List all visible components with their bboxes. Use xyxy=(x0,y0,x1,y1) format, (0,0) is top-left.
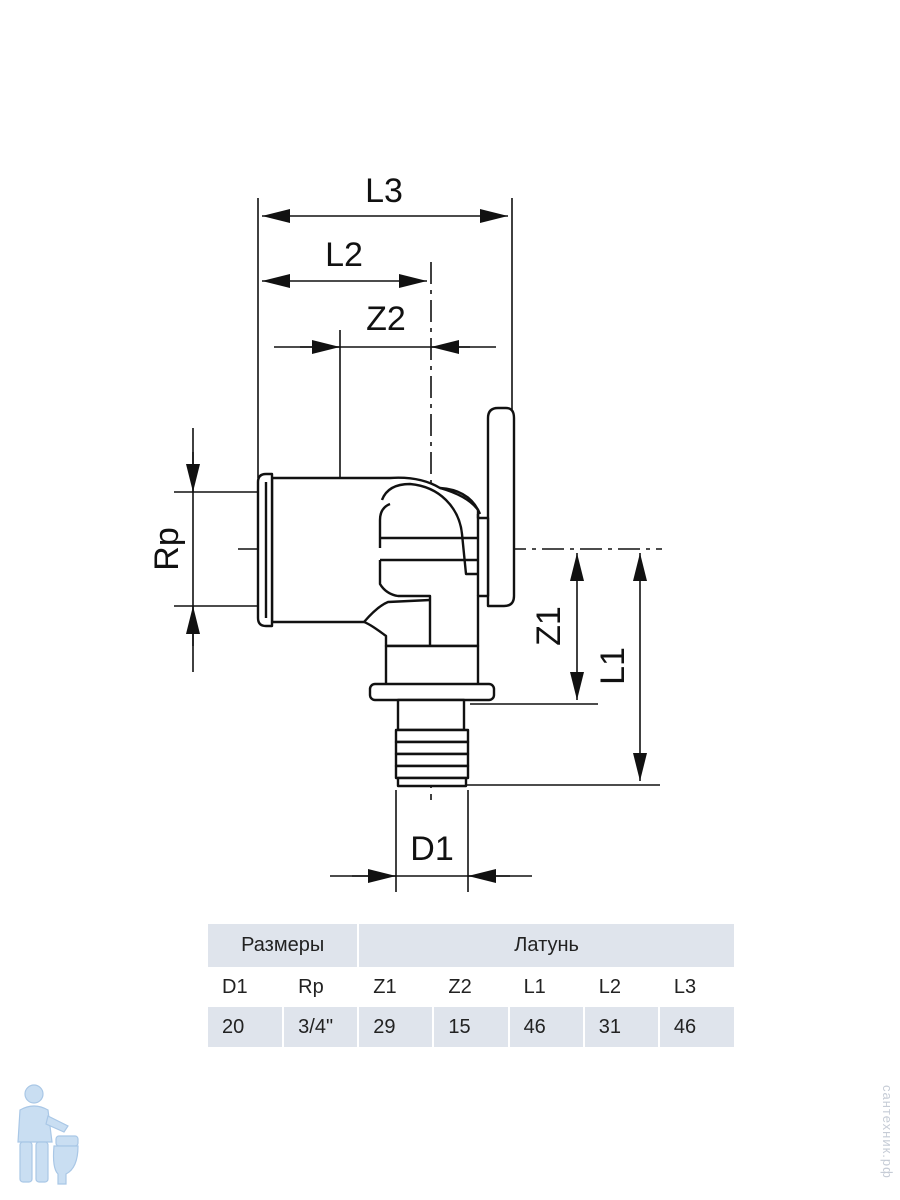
watermark-text: сантехник.рф xyxy=(880,1085,895,1179)
header-material: Латунь xyxy=(357,924,734,967)
collar xyxy=(368,682,496,702)
col-l3: L3 xyxy=(657,967,734,1007)
val-l2: 31 xyxy=(582,1007,659,1047)
fitting-body xyxy=(256,406,516,788)
table-row: 20 3/4" 29 15 46 31 46 xyxy=(208,1007,734,1047)
col-d1: D1 xyxy=(208,967,284,1007)
dim-l3-label: L3 xyxy=(365,172,403,210)
dimension-lines xyxy=(186,209,647,883)
wall-plate xyxy=(486,406,516,608)
col-rp: Rp xyxy=(282,967,359,1007)
neck xyxy=(384,644,480,688)
val-rp: 3/4" xyxy=(282,1007,359,1047)
col-l1: L1 xyxy=(507,967,584,1007)
col-l2: L2 xyxy=(582,967,659,1007)
dimensions-table: Размеры Латунь D1 Rp Z1 Z2 L1 L2 L3 20 3… xyxy=(208,924,734,1047)
dim-rp-label: Rp xyxy=(148,527,186,570)
fitting-technical-drawing: L3 L2 Z2 Rp Z1 L1 D1 xyxy=(148,172,662,892)
table-header-row: Размеры Латунь xyxy=(208,924,734,967)
dim-z2-label: Z2 xyxy=(366,300,406,338)
val-l3: 46 xyxy=(657,1007,734,1047)
press-sleeve xyxy=(396,698,466,732)
val-z2: 15 xyxy=(432,1007,509,1047)
dim-l1-label: L1 xyxy=(594,647,632,685)
val-z1: 29 xyxy=(357,1007,434,1047)
val-d1: 20 xyxy=(208,1007,284,1047)
col-z1: Z1 xyxy=(357,967,434,1007)
extension-lines xyxy=(174,198,660,892)
barbs xyxy=(394,728,470,788)
dim-z1-label: Z1 xyxy=(530,606,568,646)
plumber-mascot-icon xyxy=(17,1084,79,1185)
dim-d1-label: D1 xyxy=(410,830,453,868)
table-columns-row: D1 Rp Z1 Z2 L1 L2 L3 xyxy=(208,967,734,1007)
header-dimensions: Размеры xyxy=(208,924,359,967)
col-z2: Z2 xyxy=(432,967,509,1007)
dim-l2-label: L2 xyxy=(325,236,363,274)
val-l1: 46 xyxy=(507,1007,584,1047)
